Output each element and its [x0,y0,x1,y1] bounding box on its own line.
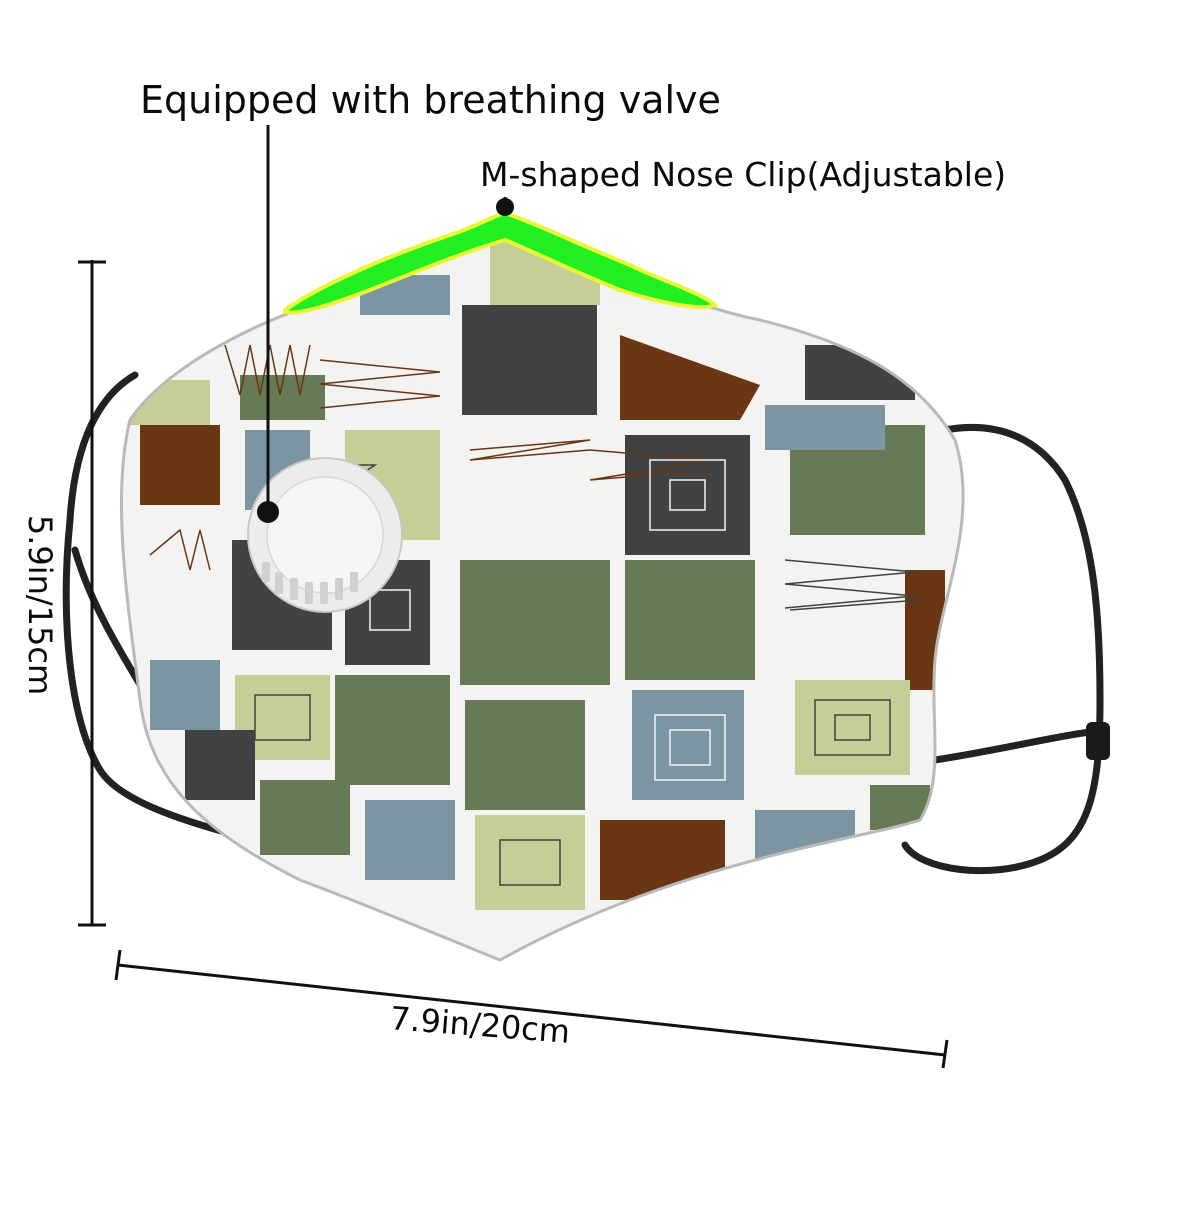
valve-annotation: Equipped with breathing valve [140,78,721,122]
nose-clip-annotation: M-shaped Nose Clip(Adjustable) [480,155,1007,194]
breathing-valve-icon [247,457,403,613]
nose-clip [283,210,719,315]
strap-adjuster-icon [1086,722,1110,760]
height-dimension [78,260,106,927]
nose-clip-callout [496,197,514,216]
valve-callout [257,125,279,523]
width-dimension [114,949,949,1069]
mask-body [119,223,965,962]
height-annotation: 5.9in/15cm [21,514,59,696]
